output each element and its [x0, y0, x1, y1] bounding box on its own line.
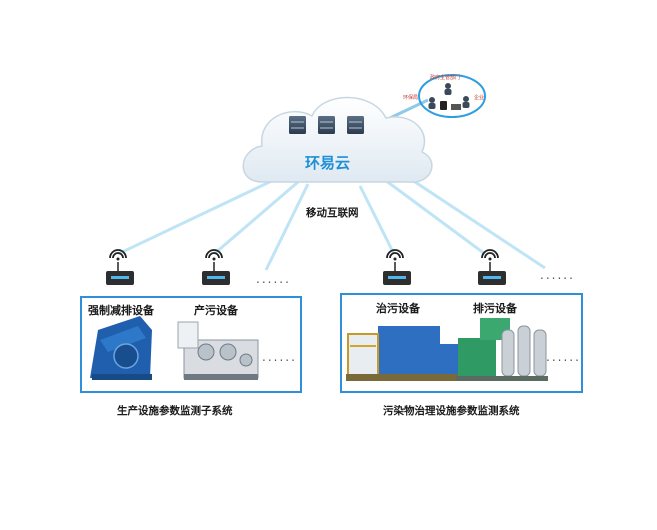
line-router-3 — [264, 183, 310, 271]
wifi-icon — [389, 252, 401, 259]
user-icon — [444, 83, 452, 95]
ellipsis-router-right: ...... — [540, 268, 575, 282]
wifi-icon — [386, 249, 404, 259]
server-icon-group — [289, 116, 364, 134]
network-lines — [117, 98, 546, 271]
left-system-box — [80, 296, 302, 393]
crusher-machine-image — [90, 316, 152, 380]
ellipsis-left-box: ...... — [262, 350, 297, 364]
laptop-icon — [451, 104, 461, 110]
server-icon — [289, 116, 306, 134]
device-label-discharge: 排污设备 — [473, 302, 517, 315]
wifi-icon — [112, 252, 124, 259]
user-label-right: 企业 — [474, 95, 485, 101]
user-icon — [428, 97, 436, 109]
line-router-4 — [358, 185, 396, 255]
user-icon — [462, 96, 470, 108]
device-label-reduction: 强制减排设备 — [88, 304, 154, 317]
line-router-1 — [117, 176, 279, 256]
line-router-5 — [384, 178, 486, 256]
cloud-name: 环易云 — [305, 154, 351, 172]
user-label-left: 环保局 — [403, 95, 419, 101]
router-icon — [478, 249, 506, 285]
router-icon — [106, 249, 134, 285]
ellipsis-right-box: ...... — [546, 350, 581, 364]
router-icon — [202, 249, 230, 285]
device-label-treatment: 治污设备 — [376, 302, 420, 315]
wifi-icon — [484, 252, 496, 259]
line-router-2 — [213, 180, 299, 256]
user-label-top: 政府主管部门 — [430, 75, 461, 81]
router-icon — [383, 249, 411, 285]
server-icon — [318, 116, 335, 134]
ellipsis-router-left: ...... — [256, 272, 291, 286]
line-router-6 — [399, 170, 546, 270]
router-icon-group — [106, 249, 506, 285]
device-label-pollution-source: 产污设备 — [194, 304, 238, 317]
network-label: 移动互联网 — [306, 207, 359, 219]
wifi-icon — [109, 249, 127, 259]
tablet-icon — [440, 101, 447, 110]
server-icon — [347, 116, 364, 134]
wifi-icon — [481, 249, 499, 259]
treatment-unit-image — [346, 326, 462, 381]
discharge-unit-image — [456, 318, 548, 381]
filter-press-image — [177, 321, 259, 380]
users-ring — [418, 74, 486, 118]
right-system-title: 污染物治理设施参数监测系统 — [383, 405, 520, 417]
wifi-icon — [205, 249, 223, 259]
left-system-title: 生产设施参数监测子系统 — [117, 405, 233, 417]
right-system-box — [340, 293, 583, 393]
wifi-icon — [208, 252, 220, 259]
